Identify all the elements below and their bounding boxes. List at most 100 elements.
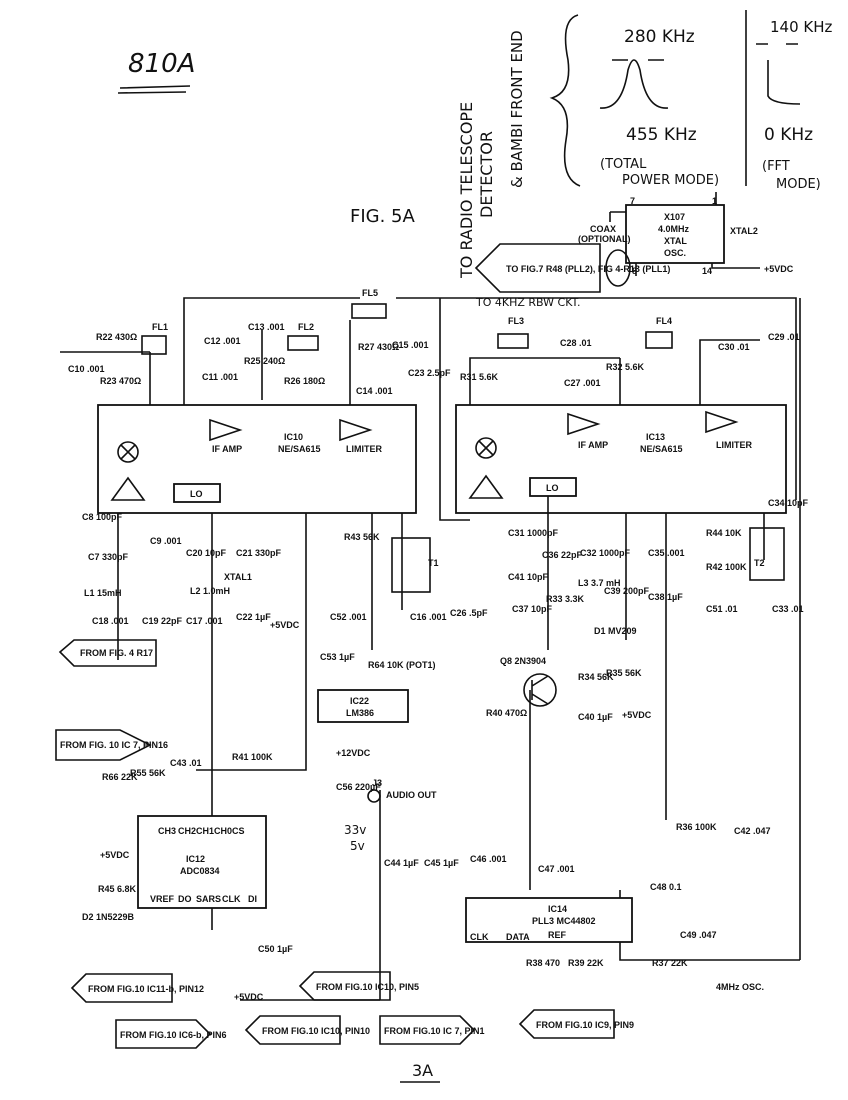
coax-connector (605, 249, 631, 287)
c39-label: C39 200pF (604, 586, 650, 596)
rail-33v: 33v (344, 823, 366, 837)
connector-fig10-ic10-5: FROM FIG.10 IC10, PIN5 (298, 971, 419, 1001)
c11-label: C11 .001 (202, 372, 238, 382)
radio-label-line2: DETECTOR (477, 131, 496, 218)
c7-label: C7 330pF (88, 552, 129, 562)
ic12-cs: CS (232, 826, 245, 836)
x107-osc: OSC. (664, 248, 686, 258)
fl2-filter (287, 335, 319, 351)
x107-pin14: 14 (702, 266, 712, 276)
c9-label: C9 .001 (150, 536, 182, 546)
r25-label: R25 240Ω (244, 356, 285, 366)
x107-oscillator (625, 204, 725, 264)
c56-label: C56 220µF (336, 782, 381, 792)
connector-fig10-ic10-5-text: FROM FIG.10 IC10, PIN5 (316, 982, 419, 992)
ic12-ch1: CH1 (196, 826, 214, 836)
connector-fig10-ic6b: FROM FIG.10 IC6-b, PIN6 (115, 1019, 227, 1049)
lm386-supply: +12VDC (336, 748, 371, 758)
ic14-data: DATA (506, 932, 530, 942)
connector-fig10-ic7-16-text: FROM FIG. 10 IC 7, PIN16 (60, 740, 168, 750)
c18-label: C18 .001 (92, 616, 129, 626)
ic13-part: NE/SA615 (640, 444, 683, 454)
c8-label: C8 100pF (82, 512, 123, 522)
ic10-chip (97, 404, 417, 514)
r31-label: R31 5.6K (460, 372, 499, 382)
total-power-passband (599, 59, 669, 109)
connector-fig10-ic11b-text: FROM FIG.10 IC11-b, PIN12 (88, 984, 204, 994)
x107-xtal: XTAL (664, 236, 687, 246)
ic13-osc-triangle (468, 474, 504, 499)
page-id-underline (117, 85, 191, 94)
x107-supply: +5VDC (764, 264, 794, 274)
fl5-filter (351, 303, 387, 319)
fl3-filter (497, 333, 529, 349)
t1-transformer (391, 537, 431, 593)
radio-telescope-label: TO RADIO TELESCOPE DETECTOR (457, 102, 496, 279)
c22-label: C22 1µF (236, 612, 271, 622)
r23-label: R23 470Ω (100, 376, 141, 386)
connector-fig4-r17-text: FROM FIG. 4 R17 (80, 648, 153, 658)
l3-label: L3 3.7 mH (578, 578, 621, 588)
j3-label: J3 (372, 778, 382, 788)
c19-label: C19 22pF (142, 616, 183, 626)
connector-to-fig7-text: TO FIG.7 R48 (PLL2), FIG 4-R13 (PLL1) (506, 264, 670, 274)
bw-total-label: 280 KHz (624, 27, 695, 47)
t2-transformer (749, 527, 785, 581)
c37-label: C37 10pF (512, 604, 553, 614)
ic10-limiter: LIMITER (346, 444, 382, 454)
ic14-part: PLL3 MC44802 (532, 916, 596, 926)
c53-label: C53 1µF (320, 652, 355, 662)
r22-label: R22 430Ω (96, 332, 137, 342)
c21-label: C21 330pF (236, 548, 282, 558)
c34-label: C34 10pF (768, 498, 809, 508)
ic13-if-amp: IF AMP (578, 440, 608, 450)
c48-label: C48 0.1 (650, 882, 682, 892)
c40-label: C40 1µF (578, 712, 613, 722)
osc-note: 4MHz OSC. (716, 982, 764, 992)
fl2-label: FL2 (298, 322, 314, 332)
curly-brace (549, 14, 581, 187)
ic12-part: ADC0834 (180, 866, 220, 876)
connector-fig4-r17: FROM FIG. 4 R17 (58, 639, 157, 667)
c49-label: C49 .047 (680, 930, 717, 940)
footer-page: 3A (412, 1061, 433, 1080)
ic10-if-amp: IF AMP (212, 444, 242, 454)
c50-supply: +5VDC (234, 992, 264, 1002)
c12-label: C12 .001 (204, 336, 241, 346)
r55-label: R55 56K (130, 768, 166, 778)
fl5-label: FL5 (362, 288, 378, 298)
connector-to-fig7 (474, 243, 601, 293)
ic13-limiter: LIMITER (716, 440, 752, 450)
ic13-amp-triangles (567, 410, 739, 436)
x107-pin8: 8 (632, 266, 637, 276)
connector-fig10-ic7-1-text: FROM FIG.10 IC 7, PIN1 (384, 1026, 485, 1036)
ic14-clk: CLK (470, 932, 489, 942)
q8-transistor (523, 673, 557, 707)
c16-label: C16 .001 (410, 612, 447, 622)
q8-symbol (531, 675, 549, 705)
bw-fft-label: 140 KHz (770, 18, 833, 36)
ic12-chip (137, 815, 267, 909)
c50-label: C50 1µF (258, 944, 293, 954)
bambi-label-text: & BAMBI FRONT END (508, 30, 526, 188)
ic13-lo-text: LO (546, 483, 559, 493)
c41-label: C41 10pF (508, 572, 549, 582)
ic14-name: IC14 (548, 904, 567, 914)
r26-label: R26 180Ω (284, 376, 325, 386)
c38-label: C38 1µF (648, 592, 683, 602)
audio-out-label: AUDIO OUT (386, 790, 437, 800)
ic10-lo (173, 483, 221, 503)
r38-label: R38 470 (526, 958, 560, 968)
fft-passband (767, 60, 801, 105)
component-labels: C10 .001 R22 430Ω R23 470Ω FL1 C12 .001 … (68, 288, 809, 968)
c28-label: C28 .01 (560, 338, 592, 348)
d1-label: D1 MV209 (594, 626, 637, 636)
c35-label: C35 .001 (648, 548, 685, 558)
r34-label: R34 56K (578, 672, 614, 682)
fl4-filter (645, 331, 673, 349)
r43-label: R43 56K (344, 532, 380, 542)
coax-note-1: COAX (590, 224, 616, 234)
mode-fft-line2: MODE) (776, 177, 821, 192)
ic13-mixer-x (478, 440, 494, 456)
